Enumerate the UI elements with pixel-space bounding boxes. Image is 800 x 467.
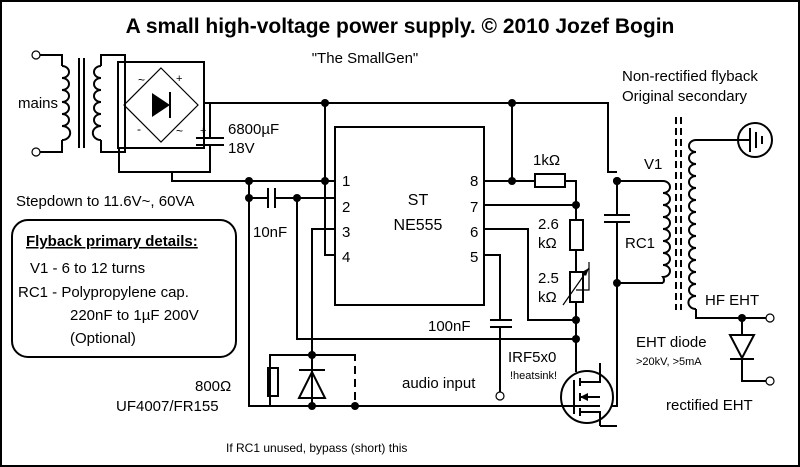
audio-input-terminal xyxy=(495,391,505,401)
pin-7: 7 xyxy=(470,199,478,216)
hf-eht-label: HF EHT xyxy=(705,292,759,309)
ic-brand: ST xyxy=(408,192,429,209)
diagram-title: A small high-voltage power supply. © 201… xyxy=(126,15,675,38)
cap-100nf-label: 100nF xyxy=(428,318,471,335)
flyback-note-2: Original secondary xyxy=(622,88,748,105)
rectified-eht-terminal[interactable] xyxy=(765,376,775,386)
mains-label: mains xyxy=(18,95,58,112)
bottom-note: If RC1 unused, bypass (short) this xyxy=(226,441,407,455)
flyback-details-box: Flyback primary details: V1 - 6 to 12 tu… xyxy=(11,219,237,358)
ground-rail xyxy=(248,181,270,407)
flyback-transformer: V1 xyxy=(644,117,742,319)
resistor-1k: 1kΩ xyxy=(533,152,566,188)
cap-6800-voltage: 18V xyxy=(228,140,255,157)
bridge-rectifier: + ~ ~ - xyxy=(117,61,205,149)
pin-5: 5 xyxy=(470,249,478,266)
mosfet-irf5x0: IRF5x0 !heatsink! xyxy=(508,339,614,426)
filter-capacitor: + 6800µF 18V xyxy=(118,103,279,173)
pin-8: 8 xyxy=(470,173,478,190)
details-line-1: V1 - 6 to 12 turns xyxy=(30,260,145,277)
secondary-winding xyxy=(91,65,102,141)
eht-diode-label: EHT diode xyxy=(636,334,707,351)
diode-part-label: UF4007/FR155 xyxy=(116,398,219,415)
cap-10nf-label: 10nF xyxy=(253,224,287,241)
capacitor-10nf: 10nF xyxy=(249,188,335,241)
diagram-subtitle: "The SmallGen" xyxy=(312,50,419,67)
svg-text:+: + xyxy=(176,73,182,85)
pin-2: 2 xyxy=(342,199,350,216)
details-line-3: 220nF to 1µF 200V xyxy=(70,307,199,324)
mosfet-label: IRF5x0 xyxy=(508,349,556,366)
r-2-6k-unit: kΩ xyxy=(538,235,557,252)
svg-text:~: ~ xyxy=(138,73,145,87)
capacitor-rc1: RC1 xyxy=(604,214,655,253)
ne555-ic: ST NE555 1 2 3 4 8 7 6 5 xyxy=(334,126,485,306)
resistor-800-label: 800Ω xyxy=(195,378,231,395)
pin-4: 4 xyxy=(342,249,350,266)
pin-1: 1 xyxy=(342,173,350,190)
rectified-eht-label: rectified EHT xyxy=(666,397,753,414)
rc1-label: RC1 xyxy=(625,235,655,252)
heatsink-note: !heatsink! xyxy=(510,370,557,382)
stepdown-transformer xyxy=(61,54,126,153)
cap-6800-value: 6800µF xyxy=(228,121,279,138)
r-2-5k-value: 2.5 xyxy=(538,270,559,287)
capacitor-100nf: 100nF xyxy=(428,318,512,401)
transformer-note: Stepdown to 11.6V~, 60VA xyxy=(16,193,194,210)
details-heading: Flyback primary details: xyxy=(26,233,198,250)
mains-terminal-top xyxy=(31,50,41,60)
resistor-2-6k: 2.6 kΩ xyxy=(538,205,584,260)
flyback-secondary xyxy=(687,139,697,310)
resistor-800 xyxy=(267,367,279,397)
mains-terminal-bottom xyxy=(31,147,41,157)
potentiometer-2-5k: 2.5 kΩ xyxy=(538,260,590,320)
mains-input: mains xyxy=(18,50,63,157)
svg-text:~: ~ xyxy=(176,124,183,138)
pin-3: 3 xyxy=(342,224,350,241)
details-line-4: (Optional) xyxy=(70,330,136,347)
audio-input-label: audio input xyxy=(402,375,476,392)
svg-text:-: - xyxy=(137,122,141,136)
flyback-note-1: Non-rectified flyback xyxy=(622,68,758,85)
primary-winding xyxy=(61,65,72,141)
r-1k-label: 1kΩ xyxy=(533,152,560,169)
flyback-primary-v1 xyxy=(661,180,671,284)
r-2-5k-unit: kΩ xyxy=(538,289,557,306)
v1-label: V1 xyxy=(644,156,662,173)
eht-diode: EHT diode >20kV, >5mA xyxy=(636,318,775,386)
svg-text:+: + xyxy=(200,125,206,137)
r-2-6k-value: 2.6 xyxy=(538,216,559,233)
hf-eht-terminal[interactable] xyxy=(765,313,775,323)
gate-network xyxy=(267,351,600,410)
ic-model: NE555 xyxy=(394,217,443,234)
details-line-2: RC1 - Polypropylene cap. xyxy=(18,284,189,301)
pin-6: 6 xyxy=(470,224,478,241)
ground-symbol xyxy=(737,122,773,158)
positive-rail xyxy=(204,102,617,173)
eht-diode-spec: >20kV, >5mA xyxy=(636,356,702,368)
